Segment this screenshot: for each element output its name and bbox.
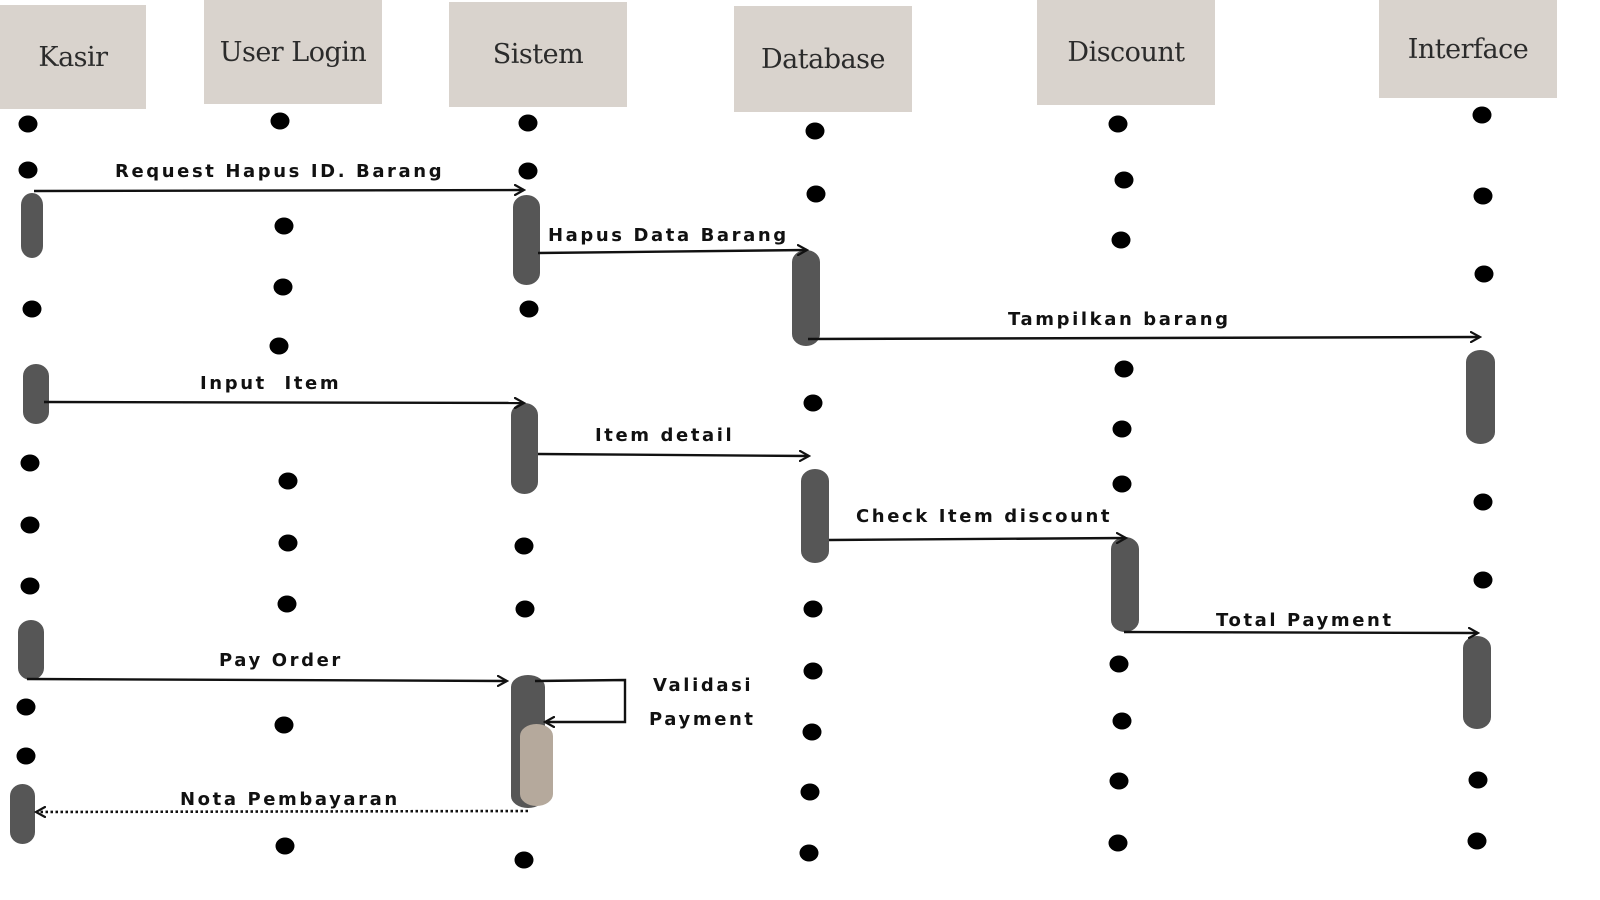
message-arrows bbox=[26, 190, 1480, 812]
actor-sistem: Sistem bbox=[449, 2, 627, 107]
actor-label-discount: Discount bbox=[1067, 37, 1185, 68]
lifeline-dot-database bbox=[806, 185, 826, 203]
activation-bar-sistem bbox=[511, 403, 538, 494]
lifeline-dot-interface bbox=[1473, 187, 1493, 205]
activation-bar-kasir bbox=[23, 364, 49, 424]
lifeline-dot-interface bbox=[1472, 106, 1492, 124]
actor-label-user-login: User Login bbox=[219, 36, 367, 68]
lifeline-dot-user-login bbox=[275, 837, 295, 855]
activation-bar-sistem bbox=[520, 724, 553, 806]
activation-bar-database bbox=[801, 469, 829, 563]
actor-interface: Interface bbox=[1379, 0, 1557, 98]
activation-bar-discount bbox=[1111, 537, 1139, 632]
message-arrow bbox=[26, 679, 507, 681]
lifeline-dot-discount bbox=[1108, 834, 1128, 852]
lifeline-dot-user-login bbox=[274, 217, 294, 235]
message-label-validasi: Validasi bbox=[653, 675, 753, 696]
self-message-arrow bbox=[534, 678, 627, 722]
activation-bar-database bbox=[792, 250, 820, 346]
lifeline-dot-interface bbox=[1467, 832, 1487, 850]
actor-user-login: User Login bbox=[204, 0, 382, 104]
lifeline-dot-user-login bbox=[273, 278, 293, 296]
lifeline-dot-sistem bbox=[515, 600, 535, 618]
actor-label-sistem: Sistem bbox=[492, 39, 584, 70]
message-label-pay-order: Pay Order bbox=[219, 650, 343, 671]
lifeline-dot-discount bbox=[1108, 115, 1128, 133]
lifeline-dot-discount bbox=[1112, 420, 1132, 438]
activation-bar-interface bbox=[1466, 350, 1495, 444]
activation-bar-interface bbox=[1463, 636, 1491, 729]
lifeline-dot-kasir bbox=[16, 698, 36, 716]
lifeline-dot-database bbox=[805, 122, 825, 140]
lifeline-dot-user-login bbox=[278, 472, 298, 490]
lifeline-dot-discount bbox=[1112, 475, 1132, 493]
message-arrow bbox=[1123, 632, 1478, 633]
lifeline-dot-discount bbox=[1109, 772, 1129, 790]
lifeline-dot-sistem bbox=[518, 114, 538, 132]
lifeline-dot-sistem bbox=[514, 851, 534, 869]
lifeline-dot-database bbox=[803, 394, 823, 412]
actor-label-database: Database bbox=[761, 43, 885, 75]
message-arrow bbox=[33, 190, 524, 191]
message-arrow bbox=[807, 337, 1480, 339]
lifeline-dot-kasir bbox=[20, 516, 40, 534]
lifeline-dot-user-login bbox=[269, 337, 289, 355]
message-arrow bbox=[537, 454, 809, 456]
message-arrow bbox=[43, 402, 524, 403]
actor-database: Database bbox=[734, 6, 912, 112]
lifeline-dot-user-login bbox=[277, 595, 297, 613]
lifeline-dot-kasir bbox=[18, 161, 38, 179]
message-arrow bbox=[828, 538, 1126, 540]
lifeline-dot-interface bbox=[1473, 571, 1493, 589]
lifeline-dot-user-login bbox=[278, 534, 298, 552]
actor-label-interface: Interface bbox=[1407, 33, 1529, 65]
lifeline-dots bbox=[16, 106, 1494, 869]
lifeline-dot-database bbox=[802, 723, 822, 741]
lifeline-dot-database bbox=[803, 600, 823, 618]
lifeline-dot-sistem bbox=[514, 537, 534, 555]
lifeline-dot-discount bbox=[1111, 231, 1131, 249]
message-label-check-item-discount: Check Item discount bbox=[856, 506, 1112, 527]
activation-bars bbox=[10, 193, 1495, 844]
message-label-item-detail: Item detail bbox=[595, 425, 734, 446]
lifeline-dot-discount bbox=[1112, 712, 1132, 730]
message-label-input-item: Input Item bbox=[200, 373, 341, 394]
message-label-hapus-data-barang: Hapus Data Barang bbox=[548, 225, 789, 246]
message-label-payment: Payment bbox=[649, 709, 756, 730]
lifeline-dot-user-login bbox=[274, 716, 294, 734]
lifeline-dot-sistem bbox=[519, 300, 539, 318]
lifeline-dot-kasir bbox=[22, 300, 42, 318]
lifeline-dot-discount bbox=[1114, 171, 1134, 189]
lifeline-dot-interface bbox=[1468, 771, 1488, 789]
lifeline-dot-kasir bbox=[16, 747, 36, 765]
lifeline-dot-kasir bbox=[20, 454, 40, 472]
lifeline-dot-database bbox=[799, 844, 819, 862]
actor-kasir: Kasir bbox=[0, 5, 146, 109]
message-label-total-payment: Total Payment bbox=[1216, 610, 1394, 631]
lifeline-dot-user-login bbox=[270, 112, 290, 130]
lifeline-dot-kasir bbox=[20, 577, 40, 595]
lifeline-dot-database bbox=[803, 662, 823, 680]
message-label-nota-pembayaran: Nota Pembayaran bbox=[180, 789, 400, 810]
activation-bar-kasir bbox=[10, 784, 35, 844]
lifeline-dot-discount bbox=[1109, 655, 1129, 673]
message-label-tampilkan-barang: Tampilkan barang bbox=[1008, 309, 1231, 330]
lifeline-dot-discount bbox=[1114, 360, 1134, 378]
message-label-request-hapus: Request Hapus ID. Barang bbox=[115, 161, 444, 182]
lifeline-dot-interface bbox=[1474, 265, 1494, 283]
message-arrow bbox=[537, 250, 807, 253]
activation-bar-kasir bbox=[21, 193, 43, 258]
actor-discount: Discount bbox=[1037, 0, 1215, 105]
lifeline-dot-database bbox=[800, 783, 820, 801]
activation-bar-sistem bbox=[513, 195, 540, 285]
lifeline-dot-interface bbox=[1473, 493, 1493, 511]
actor-label-kasir: Kasir bbox=[38, 41, 108, 73]
message-arrow bbox=[36, 811, 529, 812]
lifeline-dot-sistem bbox=[518, 162, 538, 180]
lifeline-dot-kasir bbox=[18, 115, 38, 133]
activation-bar-kasir bbox=[18, 620, 44, 680]
